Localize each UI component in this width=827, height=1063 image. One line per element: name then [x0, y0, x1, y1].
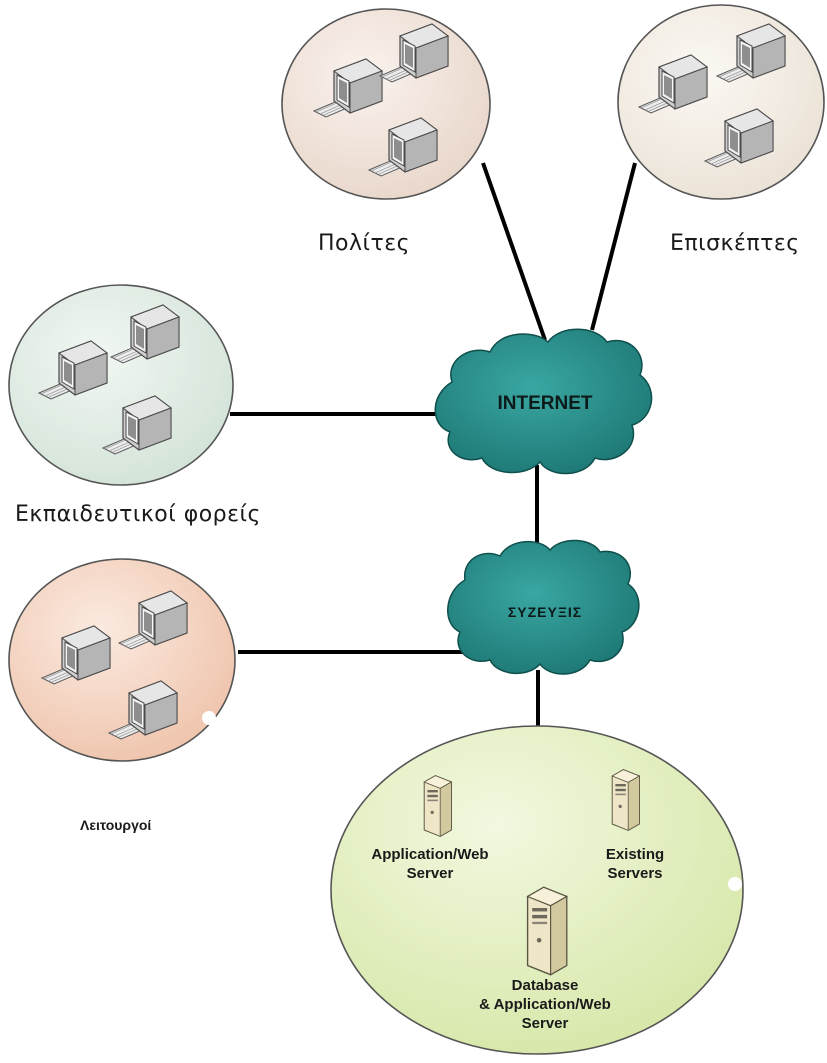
existing-servers-line1: Existing [605, 846, 665, 863]
server-icon [423, 775, 452, 837]
interconnections-cloud [447, 539, 640, 675]
edge-dot [202, 711, 216, 725]
interconnections-label: ΣΥΖΕΥΞΙΣ [507, 604, 583, 620]
app-web-server-line2: Server [406, 865, 454, 882]
database-server-line1: Database [511, 977, 579, 994]
app-web-server-label: Application/Web Server [352, 845, 508, 883]
network-links [230, 162, 637, 733]
internet-label: INTERNET [497, 393, 593, 414]
database-server-line3: Server [521, 1015, 569, 1032]
database-server-line2: & Application/Web [479, 996, 611, 1013]
existing-servers-line2: Servers [607, 865, 663, 882]
app-web-server-line1: Application/Web [371, 846, 489, 863]
edge-dot [728, 877, 742, 891]
server-icon [611, 769, 640, 831]
database-server-label: Database & Application/Web Server [455, 976, 635, 1033]
server-icon [526, 886, 568, 976]
cloud-icon [434, 328, 653, 475]
visitors-label: Επισκέπτες [670, 231, 800, 256]
citizens-label: Πολίτες [318, 231, 411, 256]
visitors-group [617, 4, 825, 200]
internet-cloud [434, 328, 653, 475]
education-group [8, 284, 234, 486]
education-label: Εκπαιδευτικοί φορείς [15, 502, 261, 527]
officials-label: Λειτουργοί [80, 817, 152, 833]
cloud-icon [447, 539, 640, 675]
link-citizens-internet [481, 162, 547, 341]
existing-servers-label: Existing Servers [580, 845, 690, 883]
link-visitors-internet [590, 162, 637, 331]
